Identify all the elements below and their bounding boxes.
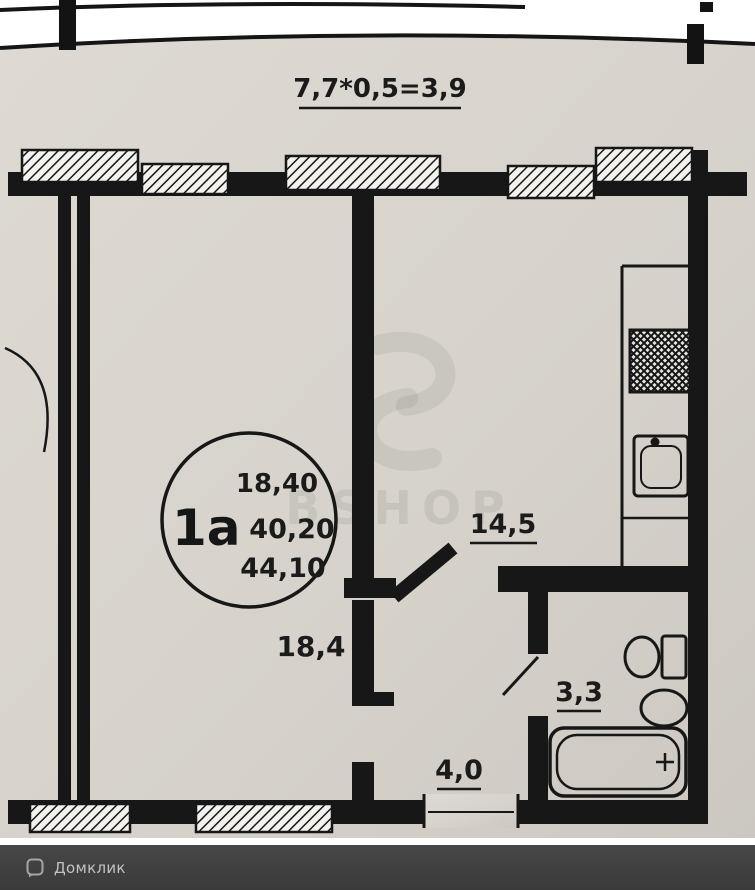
unit-stamp-circle <box>160 431 338 609</box>
entrance-opening <box>422 794 520 828</box>
wall-room-hall-lower <box>352 762 374 822</box>
window-hatch <box>506 164 596 200</box>
living-room-area-label: 18,4 <box>276 630 345 663</box>
windows <box>20 146 694 834</box>
room-area-labels: 18,4 14,5 3,3 4,0 <box>276 509 603 791</box>
dimension-note-text: 7,7*0,5=3,9 <box>293 74 467 104</box>
wall-kitchen-south <box>498 566 708 592</box>
bathroom-door-leaf <box>501 655 540 697</box>
wall-door-tab <box>352 692 394 706</box>
wall-party-left-a <box>58 150 71 818</box>
window-hatch <box>594 146 694 184</box>
door-swing-arc <box>4 346 49 453</box>
toilet-symbol <box>623 634 688 680</box>
window-hatch <box>140 162 230 196</box>
window-hatch <box>194 802 334 834</box>
wall-divider-cap <box>344 578 396 598</box>
unit-area: 40,20 <box>249 514 334 545</box>
watermark-text: BSHOP <box>285 481 515 535</box>
wall-bathroom-west-lower <box>528 716 548 808</box>
wall-party-left-b <box>77 150 90 818</box>
kitchen-fixtures <box>620 264 692 566</box>
wall-kitchen-entry-diagonal <box>389 542 458 603</box>
scan-artifacts <box>0 0 755 64</box>
unit-stamp: 18,40 1а 40,20 44,10 <box>160 431 338 609</box>
window-hatch <box>20 148 140 184</box>
bathroom-area-label: 3,3 <box>555 677 603 708</box>
window-hatch <box>284 154 442 192</box>
floor-plan-svg: BSHOP 7,7*0,5=3,9 <box>0 0 755 839</box>
kitchen-area-label: 14,5 <box>470 509 537 540</box>
footer-brand: Домклик <box>54 858 126 877</box>
unit-living-area: 18,40 <box>236 469 318 499</box>
unit-number: 1а <box>172 499 241 557</box>
bathroom-sink-symbol <box>639 688 689 728</box>
unit-total-area: 44,10 <box>240 553 325 584</box>
wall-room-kitchen <box>352 196 374 578</box>
hallway-area-label: 4,0 <box>435 755 483 786</box>
stove-symbol <box>628 328 692 394</box>
bathtub-symbol <box>548 726 688 798</box>
bathroom-fixtures <box>548 634 689 798</box>
window-hatch <box>28 802 132 834</box>
wall-room-hall-upper <box>352 600 374 706</box>
footer-bar: Домклик <box>0 845 755 890</box>
wall-right <box>688 150 708 818</box>
domclick-logo-icon <box>26 858 45 878</box>
scan-paper <box>0 37 755 839</box>
wall-bathroom-west-upper <box>528 592 548 654</box>
dimension-annotation: 7,7*0,5=3,9 <box>293 74 467 110</box>
kitchen-sink-symbol <box>632 434 690 498</box>
